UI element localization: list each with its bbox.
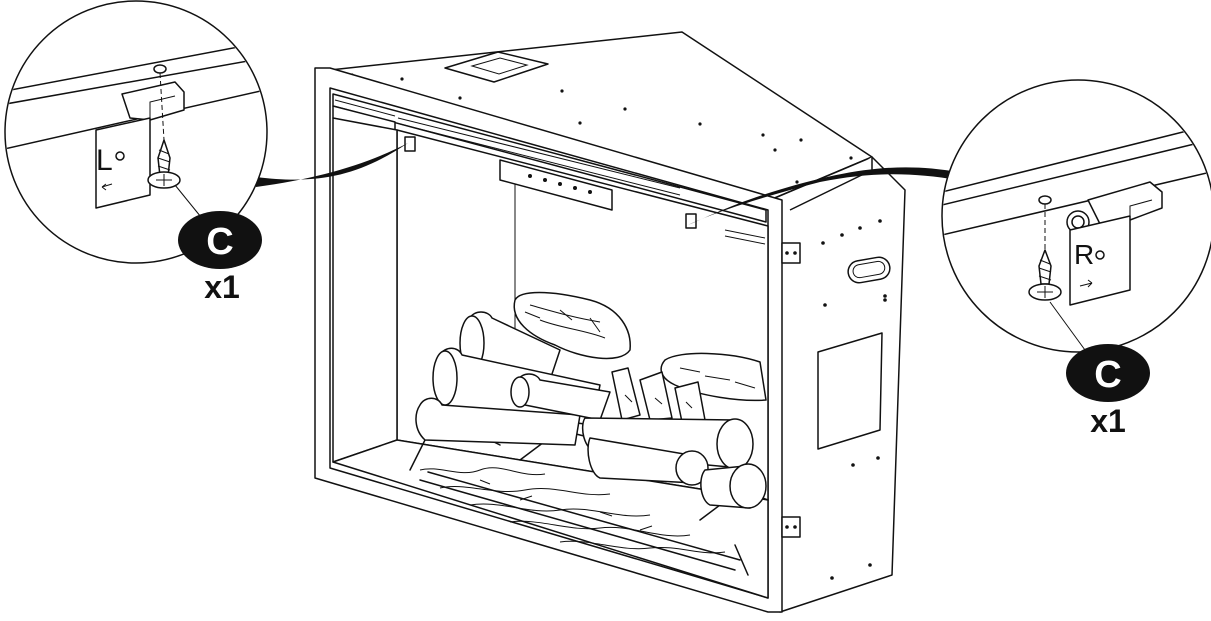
fireplace-insert [256,31,958,613]
right-detail-callout: R [941,79,1211,353]
right-part-quantity: x1 [1090,403,1126,439]
front-mounting-tabs [781,242,801,538]
right-screw [1028,249,1062,301]
side-handle-slot [847,256,891,284]
light-bar [332,93,767,223]
left-part-label: C x1 [178,211,262,305]
right-mounting-bracket [1069,215,1131,306]
log-set [409,291,769,576]
right-part-label: C x1 [1066,344,1150,439]
right-bracket-mount [685,213,697,229]
side-access-panel [817,332,883,450]
left-part-letter: C [206,221,233,263]
control-module [499,159,613,211]
top-control-panel [444,51,549,83]
left-bracket-mark: L [96,144,113,177]
right-part-letter: C [1094,354,1121,396]
left-part-quantity: x1 [204,269,240,305]
side-screw-holes [821,219,887,580]
left-mounting-bracket [95,117,151,209]
right-bracket-mark: R [1074,239,1094,270]
right-callout-pointer [688,167,958,225]
left-callout-pointer [256,143,408,187]
left-detail-callout: L [4,0,268,264]
left-bracket-mount [404,136,416,152]
left-screw [147,139,181,189]
